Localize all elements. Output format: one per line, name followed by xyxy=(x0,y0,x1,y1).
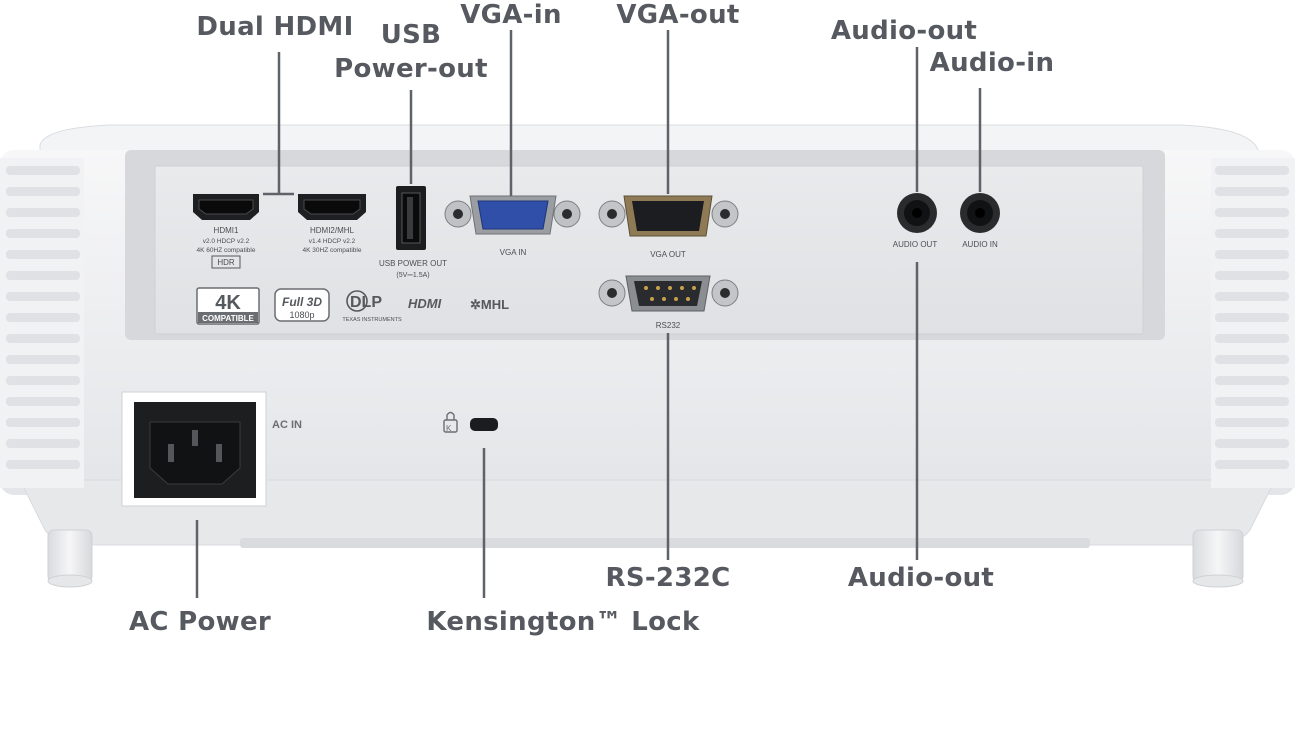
dlp-logo: DLP TEXAS INSTRUMENTS xyxy=(342,290,402,323)
hdmi2-label: HDMI2/MHL xyxy=(310,226,355,235)
hdmi1-label: HDMI1 xyxy=(214,226,239,235)
audio-out-label: AUDIO OUT xyxy=(893,240,938,249)
badge-4k-text: 4K xyxy=(215,292,241,314)
badge-4k: 4K COMPATIBLE xyxy=(196,287,260,325)
badge-3d-text: Full 3D xyxy=(282,295,322,309)
callout-dual-hdmi: Dual HDMI xyxy=(196,12,354,42)
callout-vga-in: VGA-in xyxy=(460,0,562,30)
callout-ac-power: AC Power xyxy=(128,607,272,637)
audio-in-jack[interactable] xyxy=(960,193,1000,233)
vga-in-port[interactable] xyxy=(444,195,581,235)
vga-out-port[interactable] xyxy=(598,195,739,237)
usb-power-out-label: USB POWER OUT xyxy=(379,259,447,268)
ac-in-label: AC IN xyxy=(272,419,302,431)
hdmi1-spec-line1: v2.0 HDCP v2.2 xyxy=(203,238,250,245)
dlp-subtext: TEXAS INSTRUMENTS xyxy=(342,317,402,323)
callout-kensington-lock: Kensington™ Lock xyxy=(426,607,700,637)
hdmi-logo: HDMI xyxy=(408,296,442,311)
mhl-logo: ✲MHL xyxy=(470,297,509,312)
vga-in-label: VGA IN xyxy=(500,248,527,257)
callout-vga-out: VGA-out xyxy=(616,0,740,30)
callout-audio-in: Audio-in xyxy=(929,48,1055,78)
left-vent-grille xyxy=(0,158,84,488)
badge-4k-subtext: COMPATIBLE xyxy=(202,314,254,323)
rs232-label: RS232 xyxy=(656,321,681,330)
right-foot xyxy=(1192,529,1244,588)
svg-text:K: K xyxy=(446,424,452,433)
left-foot xyxy=(47,529,93,588)
right-vent-grille xyxy=(1211,158,1295,488)
hdmi1-spec-line2: 4K 60HZ compatible xyxy=(197,247,256,254)
hdmi2-port[interactable] xyxy=(298,194,366,220)
usb-port[interactable] xyxy=(396,186,426,250)
kensington-slot[interactable] xyxy=(470,418,498,431)
audio-in-label: AUDIO IN xyxy=(962,240,998,249)
callout-rs232c: RS-232C xyxy=(605,563,731,593)
hdmi2-spec-line2: 4K 30HZ compatible xyxy=(303,247,362,254)
hdmi2-spec-line1: v1.4 HDCP v2.2 xyxy=(309,238,356,245)
badge-3d-subtext: 1080p xyxy=(289,310,314,320)
dlp-text: DLP xyxy=(350,294,382,311)
rs232-port[interactable] xyxy=(598,275,739,312)
callout-audio-out-top: Audio-out xyxy=(830,16,978,46)
vga-out-label: VGA OUT xyxy=(650,250,686,259)
ac-power-inlet[interactable] xyxy=(121,391,267,507)
hdmi1-port[interactable] xyxy=(193,194,259,220)
callout-audio-out-bottom: Audio-out xyxy=(847,563,995,593)
lock-icon: K xyxy=(443,411,458,433)
hdr-badge: HDR xyxy=(211,255,241,269)
audio-out-jack[interactable] xyxy=(897,193,937,233)
callout-usb-line2: Power-out xyxy=(334,54,488,84)
callout-usb-line1: USB xyxy=(380,20,442,50)
usb-rating-label: (5V⎓1.5A) xyxy=(396,272,429,279)
hdr-text: HDR xyxy=(217,258,235,267)
badge-full-3d: Full 3D 1080p xyxy=(274,288,330,322)
